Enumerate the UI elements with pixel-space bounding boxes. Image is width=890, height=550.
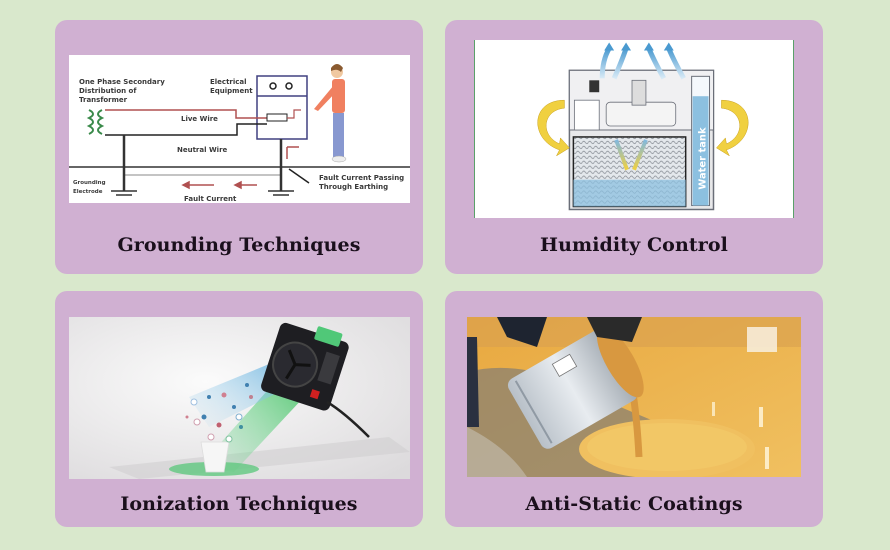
transformer-coil-icon bbox=[86, 109, 105, 135]
airflow-arrow-icon bbox=[537, 99, 749, 157]
fault-current-arrow-icon bbox=[181, 146, 299, 190]
card-title: Ionization Techniques bbox=[120, 493, 358, 515]
card-title: Anti-Static Coatings bbox=[525, 493, 743, 515]
moisture-arrows-icon bbox=[599, 47, 686, 80]
grounding-diagram-image: One Phase Secondary Distribution of Tran… bbox=[69, 55, 410, 203]
svg-text:Water tank: Water tank bbox=[698, 127, 709, 190]
svg-text:Neutral Wire: Neutral Wire bbox=[177, 146, 228, 154]
coating-pour-photo-image bbox=[467, 317, 801, 477]
svg-text:Fault Current Passing: Fault Current Passing bbox=[319, 174, 404, 182]
ionizer-photo bbox=[69, 317, 410, 479]
svg-text:Live Wire: Live Wire bbox=[181, 115, 218, 123]
card-ionization-techniques: Ionization Techniques bbox=[55, 291, 423, 527]
card-title: Grounding Techniques bbox=[117, 234, 361, 256]
humidifier-diagram-image: Water tank bbox=[474, 40, 794, 218]
water-tank bbox=[692, 96, 709, 206]
svg-text:Distribution of: Distribution of bbox=[79, 87, 137, 95]
humidifier-diagram: Water tank bbox=[537, 42, 749, 211]
card-anti-static-coatings: Anti-Static Coatings bbox=[445, 291, 823, 527]
svg-text:Through Earthing: Through Earthing bbox=[319, 183, 388, 191]
svg-text:Fault Current: Fault Current bbox=[184, 195, 237, 203]
grounding-diagram: One Phase Secondary Distribution of Tran… bbox=[69, 55, 410, 203]
coating-pour-photo bbox=[467, 317, 801, 477]
equipment-box bbox=[256, 75, 308, 140]
ionizer-photo-image bbox=[69, 317, 410, 479]
cup bbox=[200, 441, 230, 473]
card-humidity-control: Water tank Humidity Control bbox=[445, 20, 823, 274]
card-title: Humidity Control bbox=[540, 234, 728, 256]
person-icon bbox=[314, 64, 347, 163]
ionizer-device bbox=[261, 322, 349, 411]
card-grounding-techniques: One Phase Secondary Distribution of Tran… bbox=[55, 20, 423, 274]
svg-text:Equipment: Equipment bbox=[210, 87, 253, 95]
svg-text:Transformer: Transformer bbox=[79, 96, 128, 104]
svg-text:Electrode: Electrode bbox=[73, 189, 103, 195]
ion-particles bbox=[185, 383, 253, 443]
svg-text:One Phase Secondary: One Phase Secondary bbox=[79, 78, 165, 86]
paint-bucket bbox=[507, 326, 644, 449]
svg-text:Electrical: Electrical bbox=[210, 78, 247, 86]
svg-text:Grounding: Grounding bbox=[73, 180, 106, 186]
